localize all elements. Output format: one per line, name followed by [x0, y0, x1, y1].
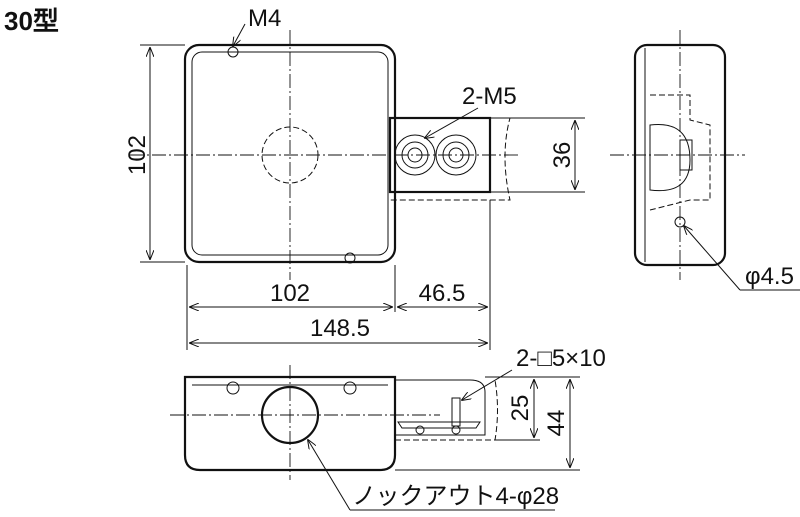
slot-dim: 2-□5×10 [516, 345, 606, 372]
hole-dim: φ4.5 [745, 263, 794, 290]
height-dim: 102 [124, 135, 151, 175]
m5-screw-icon [435, 134, 477, 176]
front-view [170, 365, 498, 480]
knockout-label: ノックアウト4-φ28 [352, 483, 559, 510]
drawing-title: 30型 [4, 6, 59, 36]
hole-icon [674, 216, 686, 228]
width-dim: 102 [270, 280, 310, 307]
side-view [610, 30, 745, 280]
m4-label: M4 [248, 5, 281, 32]
bracket-height-dim: 36 [549, 142, 576, 169]
total-width-dim: 148.5 [310, 315, 370, 342]
bracket [388, 116, 511, 201]
m5-label: 2-M5 [462, 83, 517, 110]
bracket-width-dim: 46.5 [419, 280, 466, 307]
slot-height-dim: 25 [507, 395, 534, 422]
m5-screw-icon [394, 134, 436, 176]
depth-dim: 44 [543, 410, 570, 437]
top-view [130, 30, 520, 280]
